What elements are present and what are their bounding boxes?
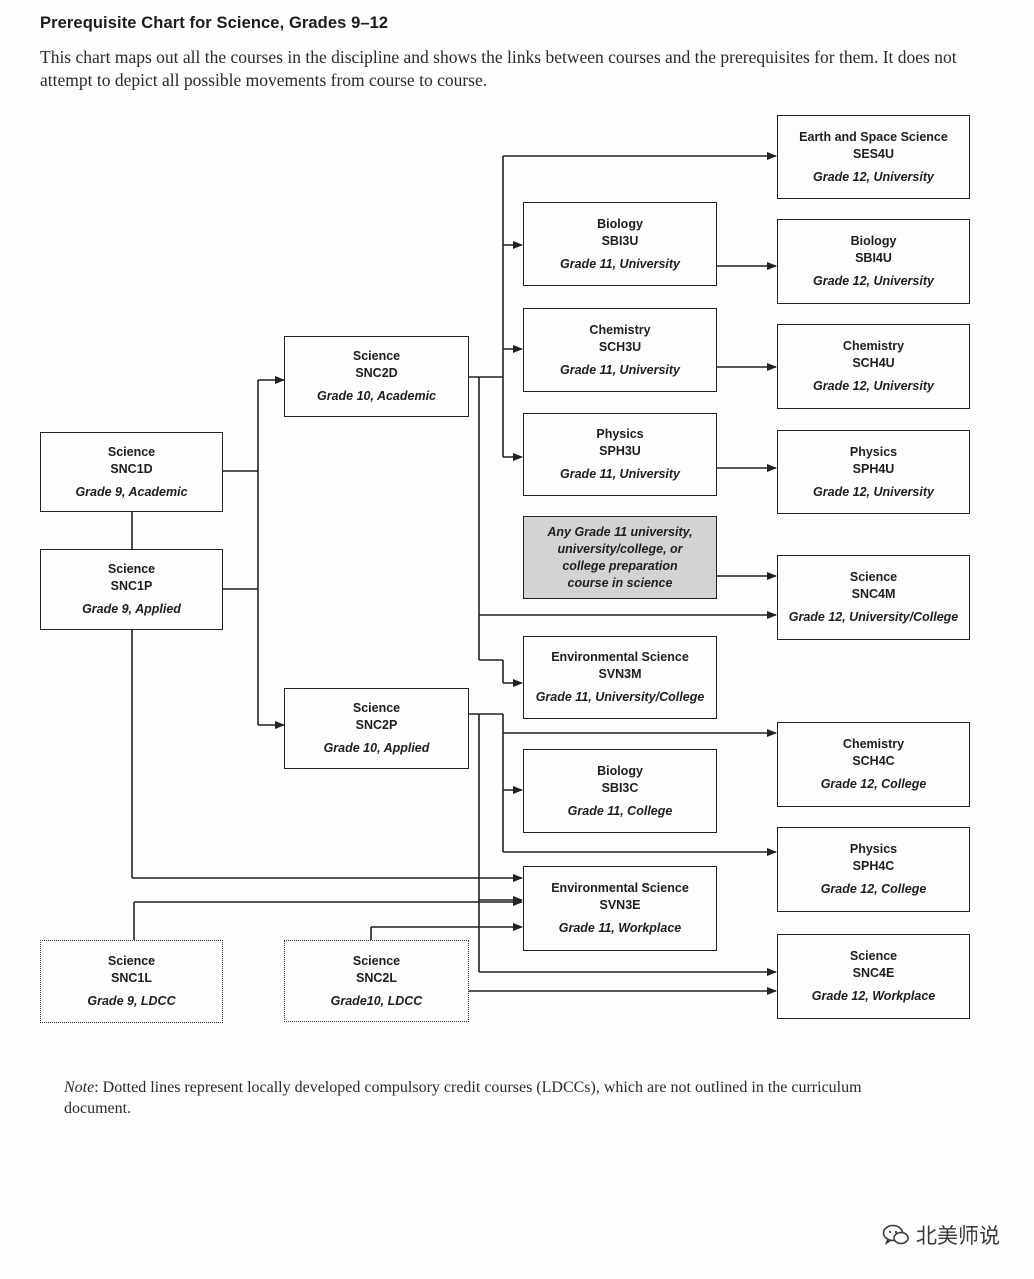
course-grade: Grade 9, Applied [82, 602, 181, 616]
course-name: Science [107, 444, 156, 459]
course-name: Science [849, 570, 898, 584]
course-name: Chemistry [842, 339, 905, 353]
course-sch3u: Chemistry SCH3U Grade 11, University [523, 308, 717, 392]
course-name: Environmental Science [551, 650, 689, 664]
course-code: SES4U [853, 146, 894, 161]
course-name: Chemistry [589, 322, 651, 337]
note-line: course in science [567, 575, 673, 590]
course-code: SCH4C [852, 754, 895, 768]
course-name: Science [107, 954, 156, 968]
course-sch4u: Chemistry SCH4U Grade 12, University [777, 324, 970, 409]
note-text: : Dotted lines represent locally develop… [64, 1079, 862, 1113]
course-grade: Grade10, LDCC [330, 993, 423, 1008]
course-grade: Grade 11, University/College [535, 690, 705, 704]
course-grade: Grade 11, University [560, 362, 680, 377]
course-code: SBI3C [601, 780, 639, 795]
course-grade: Grade 12, University [813, 274, 934, 288]
course-code: SNC1D [110, 461, 153, 476]
course-code: SVN3E [599, 898, 641, 912]
page-title: Prerequisite Chart for Science, Grades 9… [40, 14, 389, 32]
course-grade: Grade 11, University [560, 467, 680, 481]
course-name: Biology [597, 216, 643, 231]
course-sch4c: Chemistry SCH4C Grade 12, College [777, 722, 970, 807]
watermark: 北美师说 [882, 1220, 1000, 1250]
wechat-icon [882, 1224, 909, 1246]
course-grade: Grade 11, University [560, 256, 680, 271]
course-svn3e: Environmental Science SVN3E Grade 11, Wo… [523, 866, 717, 951]
course-snc1d: Science SNC1D Grade 9, Academic [40, 432, 223, 512]
course-code: SNC2L [356, 970, 397, 985]
course-name: Science [849, 949, 898, 963]
course-name: Chemistry [842, 737, 905, 751]
course-code: SNC4M [851, 587, 896, 601]
course-any-grade11: Any Grade 11 university, university/coll… [523, 516, 717, 599]
course-code: SNC2D [355, 366, 398, 380]
course-code: SCH3U [598, 339, 642, 354]
course-grade: Grade 10, Applied [323, 741, 430, 755]
course-name: Science [352, 953, 401, 968]
course-code: SPH4C [852, 859, 895, 873]
note-line: college preparation [562, 558, 678, 573]
course-code: SBI4U [855, 251, 892, 265]
course-sph3u: Physics SPH3U Grade 11, University [523, 413, 717, 496]
course-name: Physics [596, 427, 644, 441]
intro-paragraph: This chart maps out all the courses in t… [40, 47, 957, 90]
course-grade: Grade 12, University [813, 484, 934, 499]
course-name: Science [352, 701, 401, 715]
course-snc2d: Science SNC2D Grade 10, Academic [284, 336, 469, 417]
course-code: SVN3M [598, 667, 642, 681]
course-name: Physics [849, 444, 898, 459]
course-snc2l: Science SNC2L Grade10, LDCC [284, 940, 469, 1022]
course-code: SNC1P [110, 579, 153, 593]
course-grade: Grade 12, University [813, 379, 934, 393]
course-name: Biology [850, 234, 897, 248]
course-grade: Grade 10, Academic [316, 389, 437, 403]
course-code: SPH3U [599, 444, 641, 458]
course-code: SNC2P [355, 718, 398, 732]
course-code: SCH4U [852, 356, 895, 370]
course-code: SNC1L [111, 971, 152, 985]
course-name: Physics [849, 842, 898, 856]
note-line: Any Grade 11 university, [547, 524, 693, 539]
course-svn3m: Environmental Science SVN3M Grade 11, Un… [523, 636, 717, 719]
course-grade: Grade 11, College [567, 803, 673, 818]
course-code: SNC4E [852, 966, 895, 980]
course-sph4c: Physics SPH4C Grade 12, College [777, 827, 970, 912]
course-name: Science [352, 349, 401, 363]
course-code: SBI3U [601, 233, 639, 248]
course-name: Science [107, 562, 156, 576]
course-sph4u: Physics SPH4U Grade 12, University [777, 430, 970, 514]
course-ses4u: Earth and Space Science SES4U Grade 12, … [777, 115, 970, 199]
course-snc4e: Science SNC4E Grade 12, Workplace [777, 934, 970, 1019]
course-snc2p: Science SNC2P Grade 10, Applied [284, 688, 469, 769]
note-label: Note [64, 1079, 95, 1096]
course-code: SPH4U [852, 461, 895, 476]
course-sbi3c: Biology SBI3C Grade 11, College [523, 749, 717, 833]
course-snc1p: Science SNC1P Grade 9, Applied [40, 549, 223, 630]
course-grade: Grade 12, University [813, 169, 934, 184]
course-grade: Grade 12, Workplace [811, 989, 936, 1003]
course-sbi3u: Biology SBI3U Grade 11, University [523, 202, 717, 286]
course-grade: Grade 9, Academic [75, 484, 188, 499]
footnote: Note: Dotted lines represent locally dev… [64, 1077, 924, 1113]
note-line: university/college, or [557, 541, 683, 556]
course-grade: Grade 12, College [820, 882, 927, 896]
course-snc4m: Science SNC4M Grade 12, University/Colle… [777, 555, 970, 640]
course-snc1l: Science SNC1L Grade 9, LDCC [40, 940, 223, 1023]
course-grade: Grade 9, LDCC [87, 994, 176, 1008]
course-name: Earth and Space Science [799, 129, 948, 144]
course-name: Biology [597, 763, 643, 778]
course-sbi4u: Biology SBI4U Grade 12, University [777, 219, 970, 304]
course-name: Environmental Science [551, 881, 689, 895]
course-grade: Grade 12, University/College [788, 610, 959, 624]
course-grade: Grade 12, College [820, 777, 927, 791]
watermark-text: 北美师说 [916, 1224, 1000, 1248]
course-grade: Grade 11, Workplace [558, 921, 682, 935]
